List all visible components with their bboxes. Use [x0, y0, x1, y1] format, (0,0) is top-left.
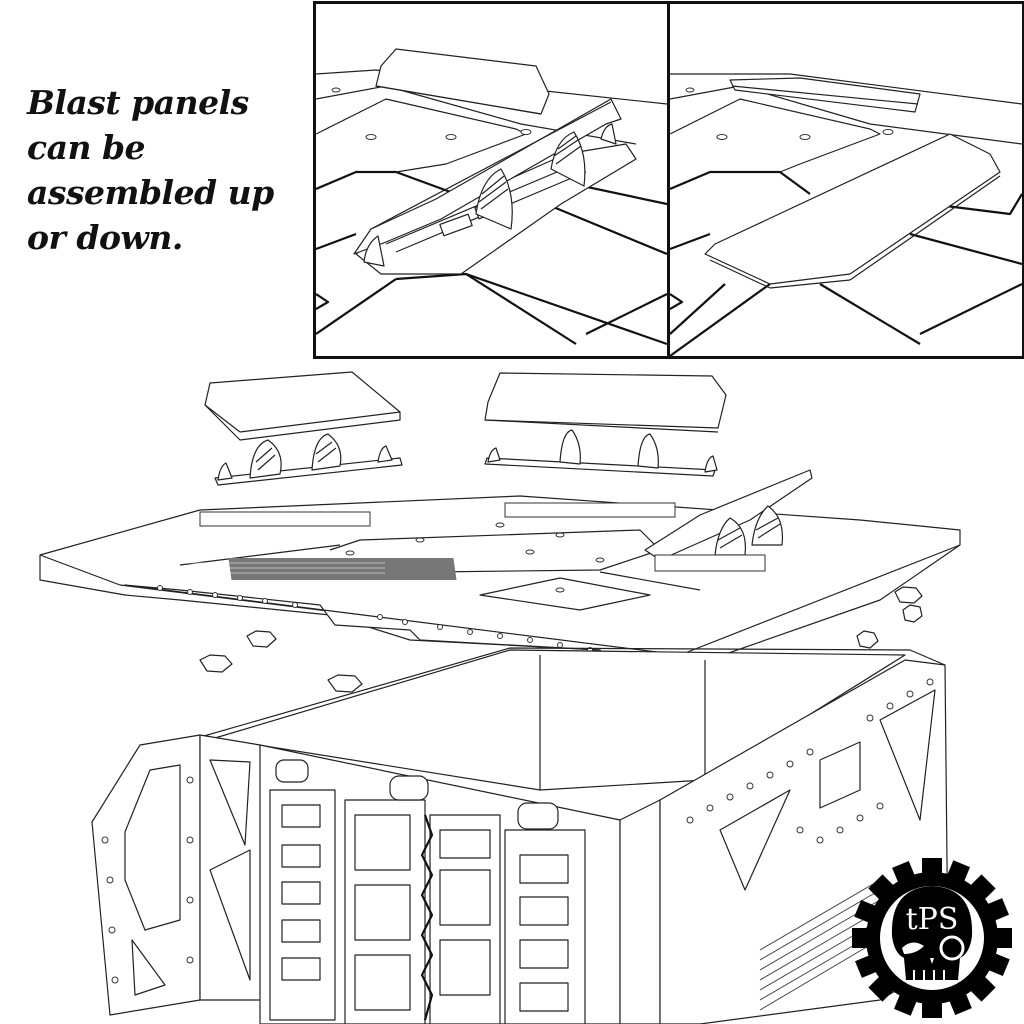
top-deck-plate	[39, 469, 961, 671]
skull-icon	[891, 886, 973, 980]
inset-frame	[313, 1, 1024, 359]
box-body	[91, 647, 949, 1024]
caption-line-4: or down.	[27, 218, 183, 257]
loose-blast-panel-right	[484, 372, 727, 477]
exploded-assembly-drawing	[39, 371, 961, 1024]
caption-text: Blast panels can be assembled up or down…	[27, 80, 307, 260]
caption-line-2: can be	[27, 128, 146, 167]
logo-text: tPS	[905, 902, 959, 937]
inset-blast-panel-raised	[316, 4, 667, 356]
gear-icon	[852, 858, 1012, 1018]
caption-line-3: assembled up	[27, 173, 274, 212]
tps-logo: tPS	[852, 858, 1012, 1018]
inset-blast-panel-lowered	[670, 4, 1022, 356]
inset-divider	[667, 4, 670, 356]
door-panels	[269, 759, 586, 1024]
blast-panel-lowered-drawing	[670, 73, 1022, 356]
caption-line-1: Blast panels	[27, 83, 249, 122]
loose-blast-panel-left	[204, 371, 403, 486]
blast-panel-raised-drawing	[316, 48, 667, 346]
